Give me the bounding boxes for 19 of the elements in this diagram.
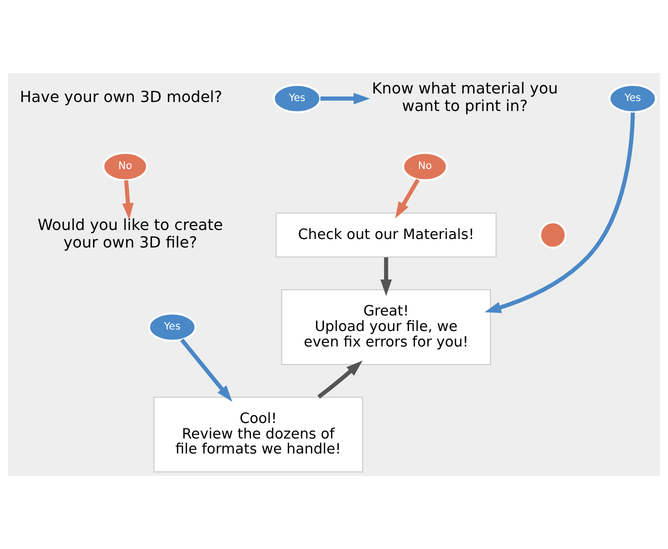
node-ellipse: No: [102, 152, 148, 182]
node-box: Great! Upload your file, we even fix errors for you!: [281, 289, 491, 365]
node-box: Check out our Materials!: [276, 212, 497, 258]
node-ellipse: Yes: [272, 84, 322, 114]
node-ellipse: Yes: [608, 84, 658, 114]
node-circle: [539, 221, 567, 249]
arrow: [484, 112, 635, 314]
arrow: [317, 360, 363, 399]
arrow: [320, 92, 370, 104]
node-text: Would you like to create your own 3D file?: [38, 216, 223, 252]
arrow: [380, 257, 392, 296]
node-ellipse: Yes: [148, 312, 197, 342]
node-box: Cool! Review the dozens of file formats we handle!: [153, 396, 364, 472]
arrow: [122, 180, 134, 220]
arrow: [180, 338, 232, 402]
node-text: Know what material you want to print in?: [372, 79, 558, 115]
arrow: [395, 178, 420, 218]
node-ellipse: No: [402, 152, 448, 182]
node-text: Have your own 3D model?: [20, 88, 222, 106]
